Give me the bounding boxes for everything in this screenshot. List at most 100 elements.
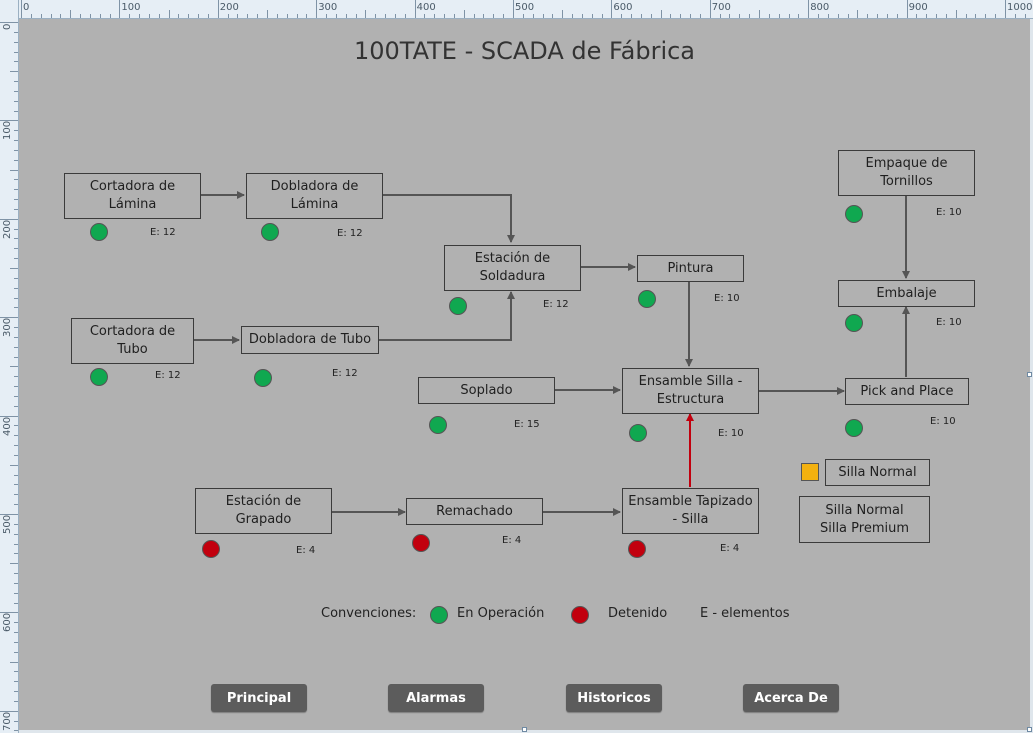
station-cortadora-tubo[interactable]: Cortadora de Tubo [71, 318, 194, 364]
ruler-tick [14, 592, 18, 594]
station-grapado[interactable]: Estación de Grapado [195, 488, 332, 534]
ruler-tick [640, 14, 642, 18]
resize-handle-corner[interactable] [1027, 727, 1032, 732]
ruler-tick [601, 14, 603, 18]
ruler-tick [473, 14, 475, 18]
ruler-tick [178, 14, 180, 18]
ruler-tick [119, 0, 121, 18]
ruler-tick [139, 14, 141, 18]
station-pintura[interactable]: Pintura [637, 255, 744, 282]
ruler-tick [10, 563, 18, 565]
legend-stopped-indicator [571, 606, 589, 624]
ruler-tick [316, 0, 318, 18]
station-remachado[interactable]: Remachado [406, 498, 543, 525]
ruler-tick [129, 14, 131, 18]
ruler-tick [434, 14, 436, 18]
element-count: E: 4 [720, 543, 740, 554]
scada-canvas: 100TATE - SCADA de Fábrica Corta [19, 19, 1030, 730]
ruler-label: 300 [318, 2, 338, 13]
ruler-tick [827, 14, 829, 18]
ruler-tick [89, 14, 91, 18]
legend-stopped-label: Detenido [608, 606, 668, 621]
resize-handle-right[interactable] [1027, 372, 1032, 377]
station-soldadura[interactable]: Estación de Soldadura [444, 245, 581, 291]
ruler-tick [503, 14, 505, 18]
ruler-tick [14, 336, 18, 338]
station-dobladora-lamina[interactable]: Dobladora de Lámina [246, 173, 383, 219]
ruler-tick [513, 0, 514, 18]
ruler-tick [50, 14, 52, 18]
product-selected-field[interactable]: Silla Normal [825, 459, 930, 486]
ruler-tick [404, 14, 406, 18]
resize-handle-bottom[interactable] [522, 727, 527, 732]
product-options-list[interactable]: Silla Normal Silla Premium [799, 496, 930, 543]
station-pick-place[interactable]: Pick and Place [845, 378, 969, 405]
ruler-tick [188, 14, 190, 18]
ruler-tick [14, 179, 18, 181]
ruler-tick [345, 14, 347, 18]
historicos-button[interactable]: Historicos [566, 684, 662, 712]
ruler-tick [14, 395, 18, 397]
ruler-tick [621, 14, 623, 18]
ruler-tick [14, 90, 18, 92]
ruler-tick [14, 51, 18, 53]
ruler-tick [857, 10, 859, 18]
alarmas-button[interactable]: Alarmas [388, 684, 484, 712]
ruler-tick [14, 159, 18, 161]
station-cortadora-lamina[interactable]: Cortadora de Lámina [64, 173, 201, 219]
ruler-tick [749, 14, 751, 18]
station-ensamble-tapizado[interactable]: Ensamble Tapizado - Silla [622, 488, 759, 534]
ruler-tick [10, 366, 18, 368]
legend-running-label: En Operación [457, 606, 545, 621]
ruler-tick [99, 14, 101, 18]
legend-running-indicator [430, 606, 448, 624]
ruler-tick [0, 317, 18, 319]
status-indicator-stopped [628, 540, 646, 558]
ruler-tick [365, 10, 367, 18]
ruler-tick [14, 435, 18, 437]
ruler-tick [21, 0, 22, 18]
ruler-tick [650, 14, 652, 18]
ruler-tick [237, 14, 239, 18]
element-count: E: 12 [155, 370, 181, 381]
ruler-tick [198, 14, 200, 18]
ruler-tick [14, 297, 18, 299]
ruler-tick [1005, 0, 1006, 18]
station-empaque-tornillos[interactable]: Empaque de Tornillos [838, 150, 975, 196]
status-indicator-stopped [412, 534, 430, 552]
ruler-tick [257, 14, 259, 18]
ruler-tick [562, 10, 564, 18]
ruler-tick [14, 130, 18, 132]
element-count: E: 12 [543, 299, 569, 310]
status-indicator-running [845, 419, 863, 437]
element-count: E: 12 [337, 228, 363, 239]
ruler-tick [759, 10, 760, 18]
ruler-tick [719, 14, 721, 18]
ruler-label: 400 [416, 2, 436, 13]
station-dobladora-tubo[interactable]: Dobladora de Tubo [241, 326, 379, 354]
acerca-button[interactable]: Acerca De [743, 684, 839, 712]
ruler-tick [10, 268, 18, 269]
ruler-tick [14, 41, 18, 43]
ruler-tick [985, 14, 987, 18]
station-embalaje[interactable]: Embalaje [838, 280, 975, 307]
ruler-tick [818, 14, 820, 18]
ruler-tick [14, 258, 18, 260]
ruler-tick [14, 199, 18, 201]
ruler-tick [975, 14, 977, 18]
ruler-tick [217, 0, 219, 18]
status-indicator-running [254, 369, 272, 387]
principal-button[interactable]: Principal [211, 684, 307, 712]
station-ensamble-estructura[interactable]: Ensamble Silla - Estructura [622, 368, 759, 414]
ruler-tick [14, 632, 18, 634]
ruler-tick [1024, 14, 1026, 18]
ruler-tick [837, 14, 839, 18]
ruler-tick [14, 474, 18, 476]
ruler-tick [483, 14, 485, 18]
status-indicator-running [429, 416, 447, 434]
element-count: E: 10 [930, 416, 956, 427]
ruler-tick [0, 415, 18, 417]
station-soplado[interactable]: Soplado [418, 377, 555, 404]
ruler-tick [581, 14, 583, 18]
